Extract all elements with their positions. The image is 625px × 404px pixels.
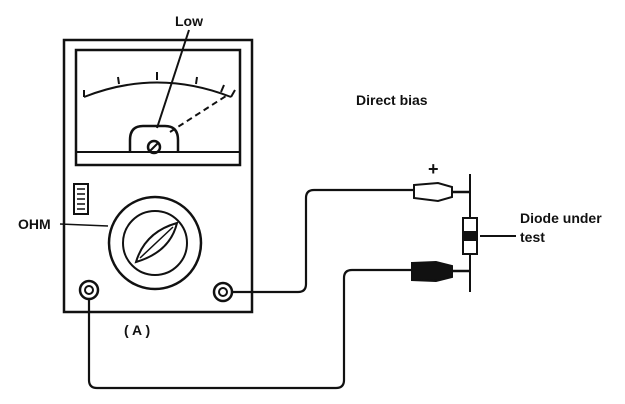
multimeter-case bbox=[62, 38, 254, 314]
test-leads bbox=[87, 188, 414, 390]
ohm-label: OHM bbox=[18, 216, 51, 232]
wire-right-jack-to-red-probe bbox=[232, 188, 414, 294]
jack-left-outer bbox=[78, 279, 100, 301]
diode-under-test bbox=[462, 174, 516, 292]
zero-adjust-screw bbox=[146, 139, 162, 155]
multimeter bbox=[59, 29, 254, 314]
range-slide-switch bbox=[73, 183, 89, 215]
selector-knob-pointer bbox=[134, 221, 179, 264]
positive-polarity-label: + bbox=[428, 159, 439, 179]
selector-knob-outer bbox=[107, 195, 203, 291]
scale-ticks bbox=[83, 72, 236, 98]
direct-bias-label: Direct bias bbox=[356, 92, 428, 108]
ohm-pointer-line bbox=[59, 223, 109, 227]
needle-low-label: Low bbox=[175, 13, 203, 29]
negative-probe bbox=[411, 260, 470, 283]
wire-left-jack-to-black-probe bbox=[87, 268, 412, 390]
jack-left-inner bbox=[84, 285, 94, 295]
jack-right-outer bbox=[212, 281, 234, 303]
needle-alt-position bbox=[169, 95, 227, 133]
needle-pivot-housing bbox=[128, 124, 180, 152]
positive-probe bbox=[413, 181, 470, 203]
meter-needle bbox=[156, 29, 190, 129]
diode-cathode-band bbox=[462, 231, 478, 241]
diode-label-line1: Diode under bbox=[520, 210, 602, 226]
figure-tag-label: ( A ) bbox=[124, 322, 150, 338]
diode-label-line2: test bbox=[520, 229, 545, 245]
meter-display-window bbox=[74, 48, 242, 167]
meter-scale-arc bbox=[83, 81, 232, 98]
selector-knob-inner bbox=[122, 210, 188, 276]
jack-right-inner bbox=[218, 287, 228, 297]
